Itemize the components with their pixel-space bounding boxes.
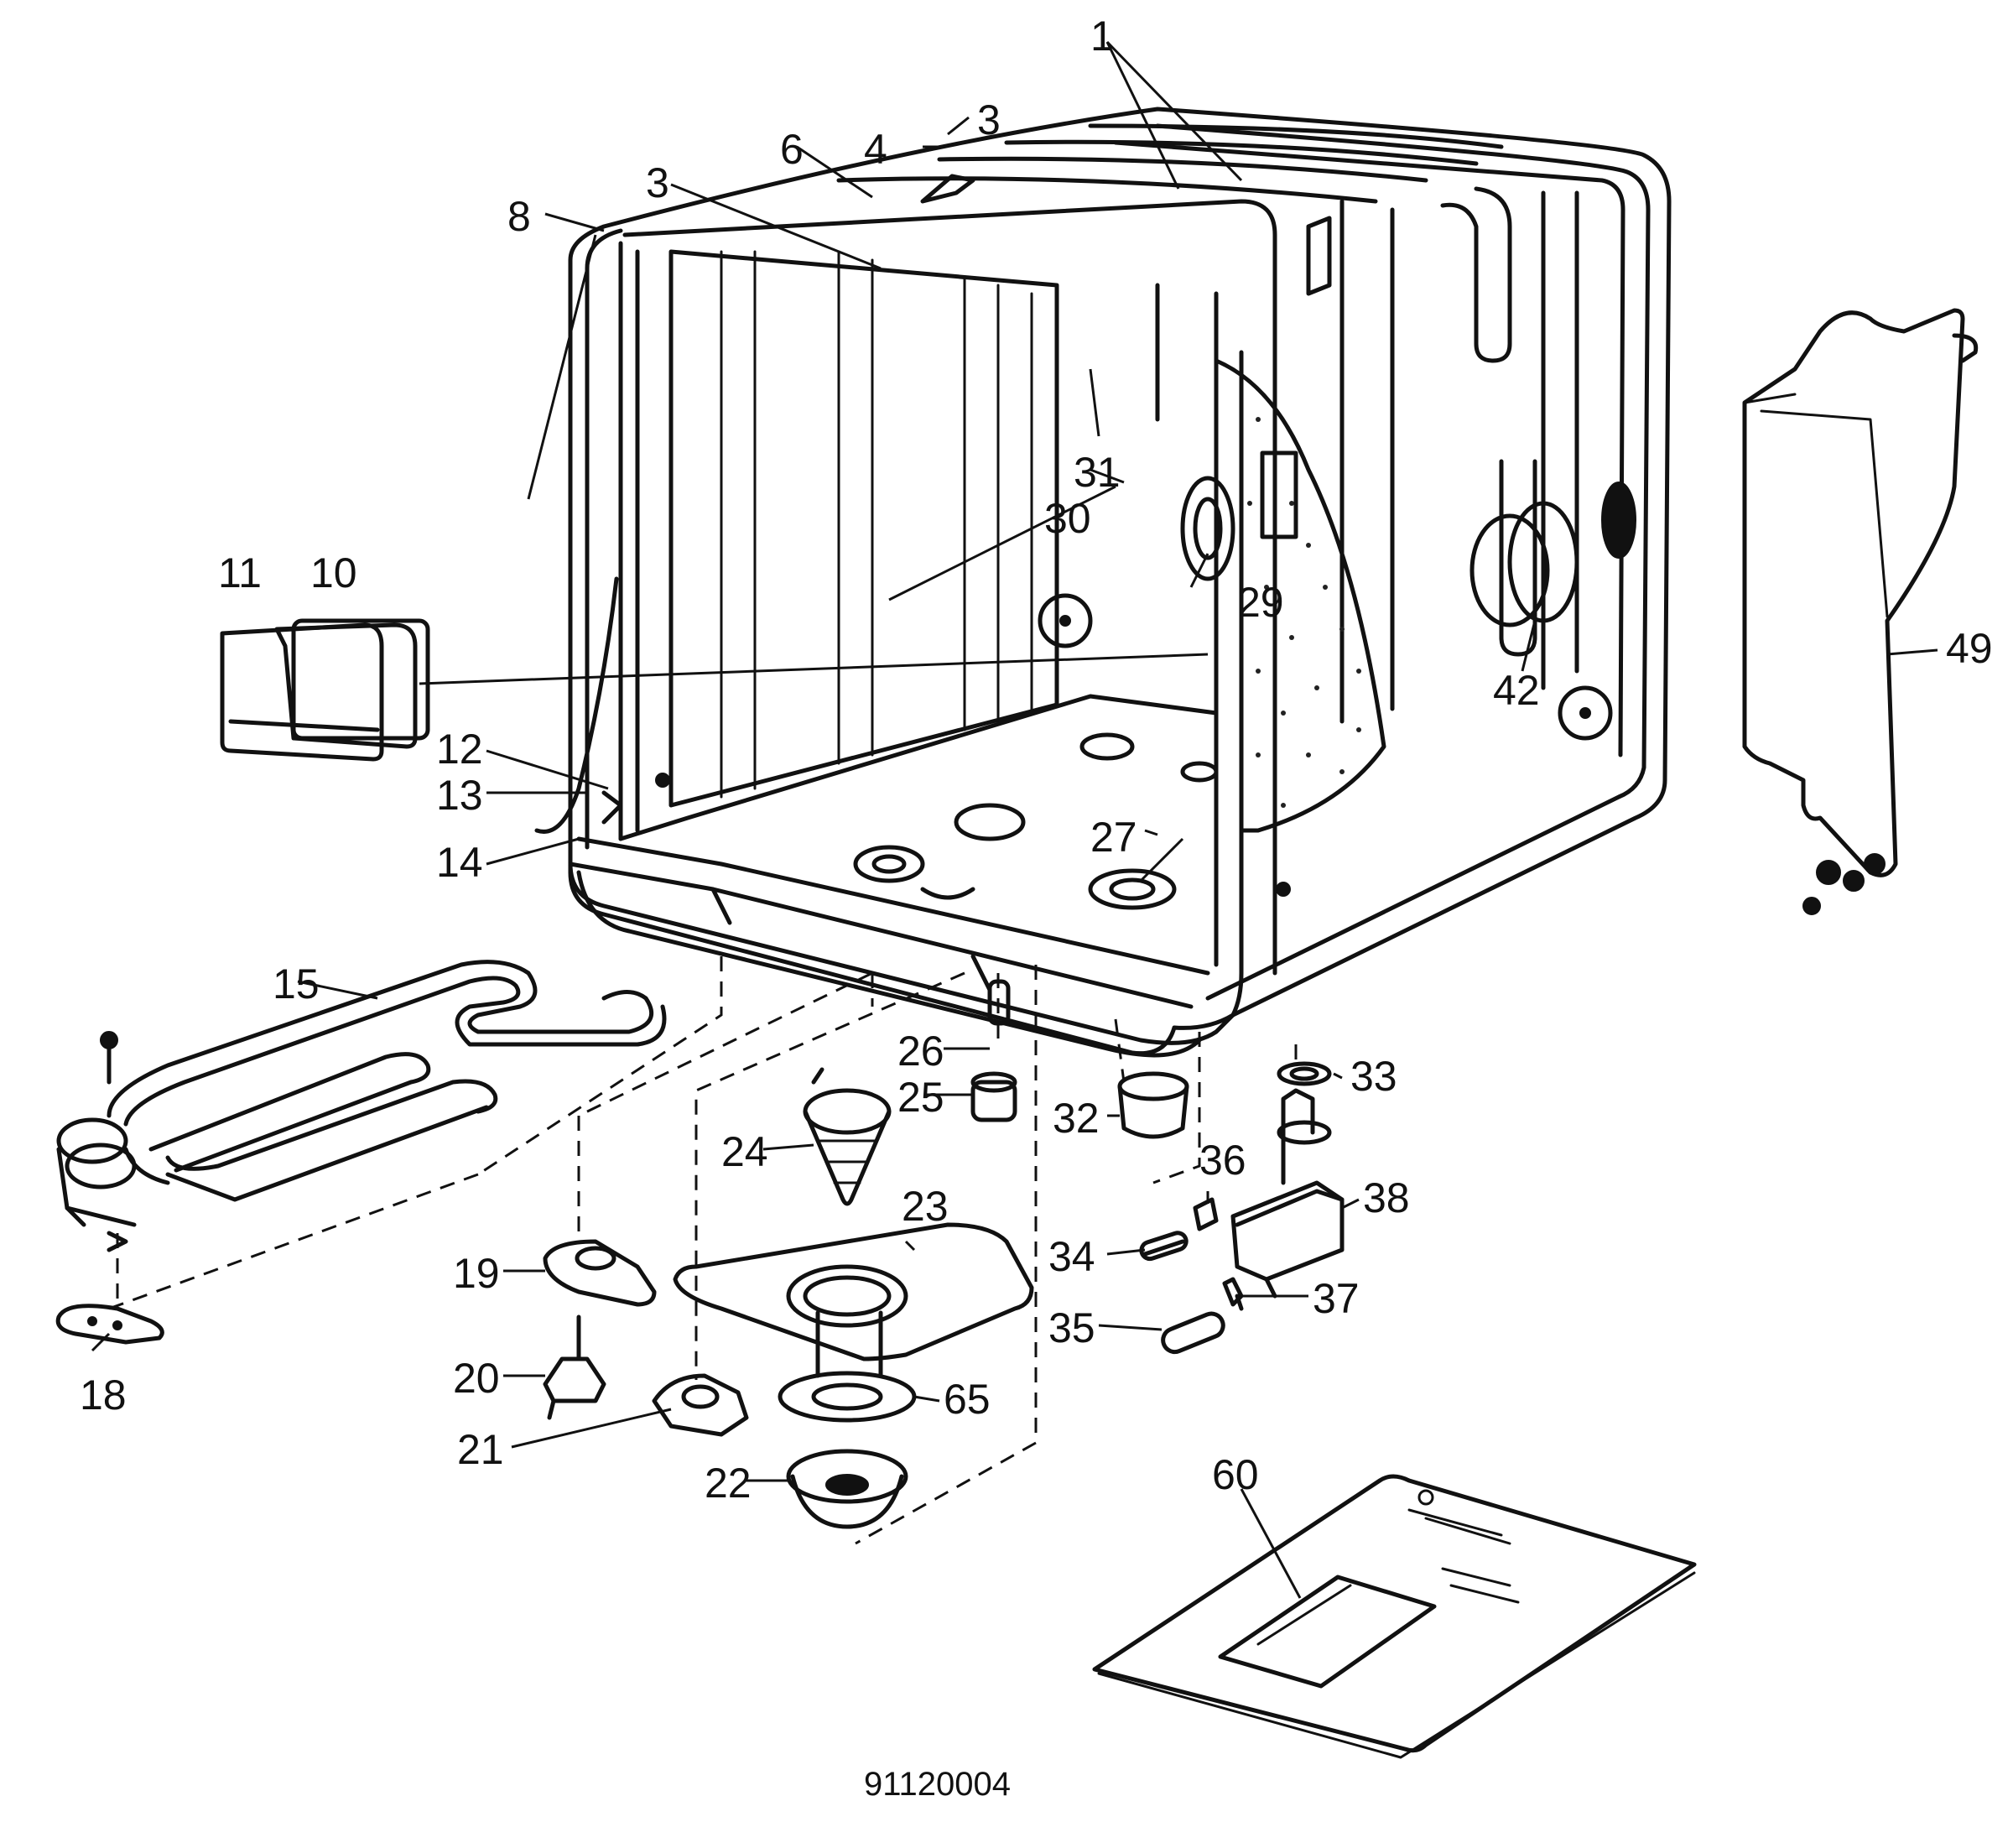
callout-42: 42 <box>1493 667 1540 714</box>
callout-37: 37 <box>1313 1275 1360 1322</box>
callout-20: 20 <box>453 1355 500 1402</box>
callout-35: 35 <box>1048 1304 1095 1351</box>
part-36 <box>1193 1197 1219 1231</box>
dashed-assembly-lines <box>108 956 1298 1545</box>
callout-65: 65 <box>944 1376 991 1423</box>
callout-19: 19 <box>453 1250 500 1297</box>
part-32 <box>1117 1071 1189 1139</box>
callout-27: 27 <box>1090 814 1137 861</box>
callout-8: 8 <box>507 193 531 240</box>
callout-13: 13 <box>436 772 483 819</box>
instruction-manual-part <box>1092 1474 1697 1759</box>
callout-1: 1 <box>1090 13 1114 60</box>
callout-60: 60 <box>1212 1451 1259 1498</box>
callout-23: 23 <box>902 1183 949 1230</box>
side-panel-part <box>1742 308 1979 915</box>
callout-29: 29 <box>1237 579 1284 626</box>
part-18 <box>55 1304 164 1345</box>
callout-31: 31 <box>1074 449 1121 496</box>
drawing-number: 91120004 <box>864 1766 1011 1803</box>
callout-33: 33 <box>1350 1053 1397 1100</box>
callout-18: 18 <box>80 1372 127 1419</box>
part-21 <box>652 1373 749 1437</box>
filter-cone-part <box>803 1067 892 1206</box>
sump-tray-part <box>673 1222 1034 1378</box>
callout-4: 4 <box>864 126 887 173</box>
callout-24: 24 <box>721 1128 768 1175</box>
callout-25: 25 <box>897 1074 944 1121</box>
part-33 <box>1277 1061 1332 1086</box>
pressure-switch-part <box>1230 1088 1345 1299</box>
callout-38: 38 <box>1363 1174 1410 1221</box>
callout-36: 36 <box>1199 1137 1246 1184</box>
callout-3-left: 3 <box>646 159 669 206</box>
detergent-dispenser-part <box>220 618 430 762</box>
callout-32: 32 <box>1053 1095 1100 1142</box>
part-65 <box>778 1371 917 1423</box>
callout-leader-lines <box>91 40 1938 1599</box>
callout-12: 12 <box>436 726 483 773</box>
part-22 <box>786 1449 908 1529</box>
callout-22: 22 <box>705 1460 752 1507</box>
callout-14: 14 <box>436 839 483 886</box>
part-19 <box>543 1239 657 1307</box>
part-35 <box>1161 1311 1225 1355</box>
callout-3-top: 3 <box>977 96 1001 143</box>
callout-10: 10 <box>310 549 357 596</box>
part-34 <box>1139 1231 1189 1262</box>
part-20 <box>543 1314 606 1420</box>
part-37 <box>1222 1277 1244 1311</box>
callout-6: 6 <box>780 126 804 173</box>
callout-34: 34 <box>1048 1233 1095 1280</box>
callout-11: 11 <box>218 549 262 596</box>
part-25 <box>970 1071 1017 1122</box>
callout-labels: 1 3 4 6 3 8 11 10 12 13 14 15 18 19 20 2… <box>80 13 1993 1803</box>
dishwasher-tub <box>534 107 1672 1058</box>
heating-element-part <box>56 960 667 1252</box>
callout-30: 30 <box>1044 495 1091 542</box>
callout-49: 49 <box>1946 625 1993 672</box>
callout-21: 21 <box>457 1426 504 1473</box>
callout-15: 15 <box>273 960 320 1007</box>
callout-26: 26 <box>897 1028 944 1075</box>
